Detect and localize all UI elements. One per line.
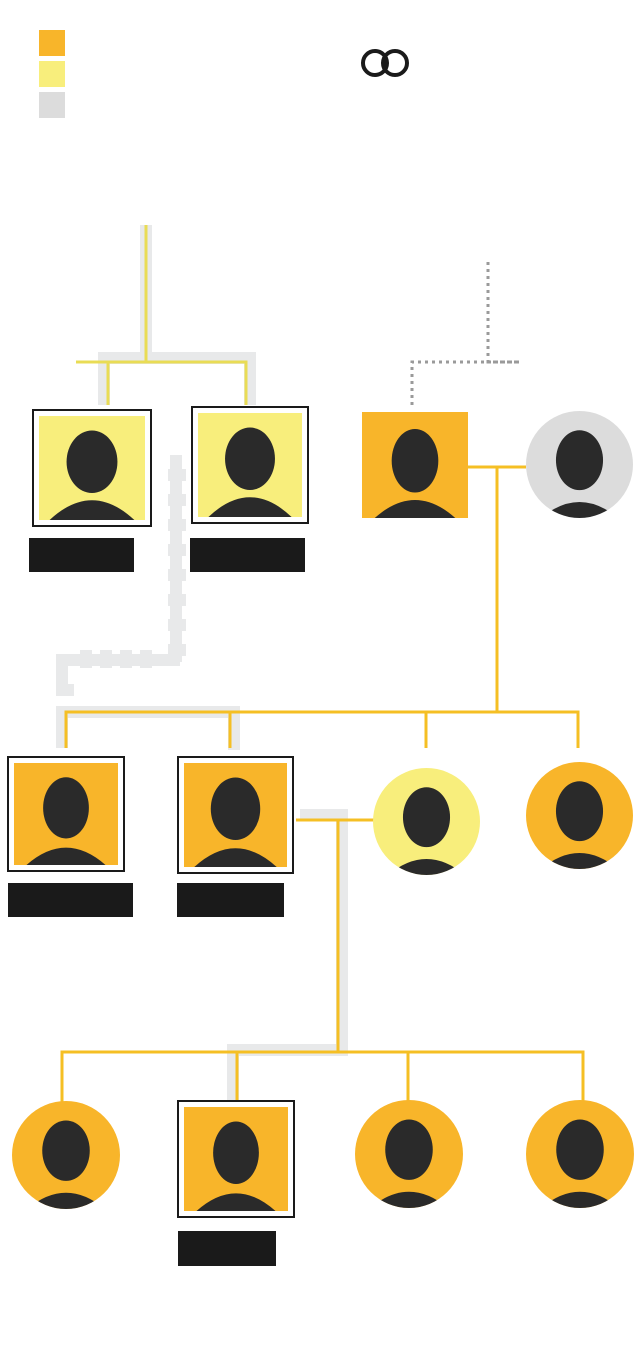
portrait-gen1-wife — [526, 411, 633, 518]
person-silhouette-icon — [49, 430, 135, 520]
portrait-gen3-daughter-b — [355, 1100, 463, 1208]
name-label-gen2-king-a — [8, 883, 133, 917]
person-silhouette-icon — [26, 777, 106, 865]
person-silhouette-icon — [370, 1119, 448, 1208]
name-label-gen3-king — [178, 1231, 276, 1266]
portrait-gen1-left — [32, 409, 152, 527]
legend-swatch-reigning — [39, 30, 65, 56]
portrait-gen3-daughter-a — [12, 1101, 120, 1209]
person-silhouette-icon — [196, 1121, 276, 1211]
person-silhouette-icon — [387, 787, 466, 875]
regent-lineage-lines — [76, 225, 248, 405]
portrait-gen2-queen — [373, 768, 480, 875]
portrait-gen3-daughter-c — [526, 1100, 634, 1208]
legend-swatch-other — [39, 92, 65, 118]
portrait-gen1-prince — [362, 412, 468, 518]
name-label-gen2-king-b — [177, 883, 284, 917]
person-silhouette-icon — [540, 781, 619, 869]
reigning-lineage-lines — [60, 465, 585, 1102]
interlocking-rings-icon — [361, 49, 409, 77]
name-label-gen1-right — [190, 538, 305, 572]
portrait-gen1-right — [191, 406, 309, 524]
person-silhouette-icon — [194, 777, 277, 867]
portrait-gen2-sister — [526, 762, 633, 869]
portrait-gen2-king-a — [7, 756, 125, 872]
person-silhouette-icon — [540, 430, 619, 518]
person-silhouette-icon — [27, 1120, 105, 1209]
name-label-gen1-left — [29, 538, 134, 572]
grey-dash-ticks — [56, 469, 186, 696]
person-silhouette-icon — [541, 1119, 619, 1208]
portrait-gen2-king-b — [177, 756, 294, 874]
person-silhouette-icon — [374, 428, 456, 518]
portrait-gen3-king — [177, 1100, 295, 1218]
legend-swatch-regent — [39, 61, 65, 87]
dotted-ancestor-line — [410, 262, 520, 408]
person-silhouette-icon — [208, 427, 292, 517]
